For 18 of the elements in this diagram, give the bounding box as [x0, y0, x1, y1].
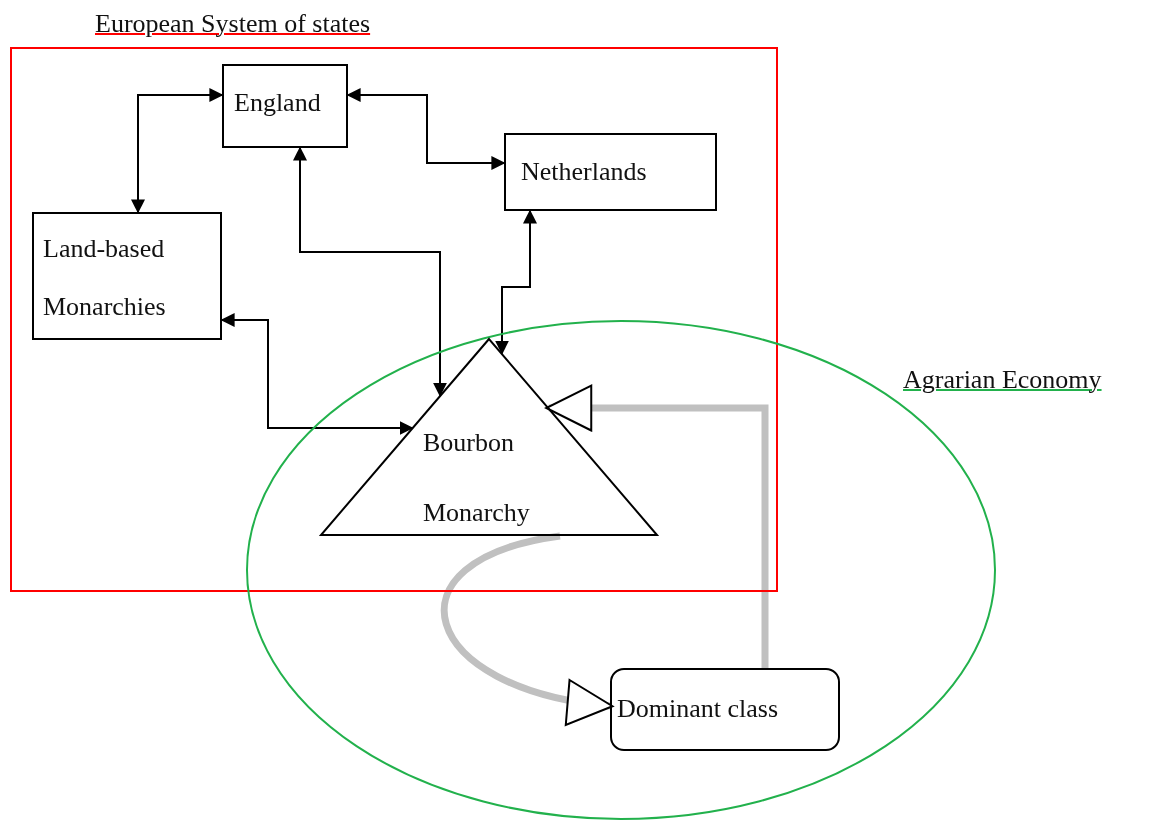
double-arrow: [346, 88, 506, 170]
double-arrow: [293, 146, 447, 397]
block-arrow: [441, 532, 614, 724]
double-arrow: [495, 209, 537, 355]
double-arrow: [220, 313, 414, 435]
node-label: Netherlands: [521, 157, 647, 187]
process-box: [504, 133, 717, 211]
triangle-shape: [320, 338, 658, 536]
rounded-box: [610, 668, 840, 751]
process-box: [222, 64, 348, 148]
region-title: European System of states: [95, 9, 371, 39]
process-box: [32, 212, 222, 340]
node-label: England: [234, 88, 321, 118]
region-title: Agrarian Economy: [903, 365, 1102, 395]
node-label: Bourbon Monarchy: [423, 427, 531, 529]
node-label: Dominant class: [617, 694, 779, 724]
double-arrow: [131, 88, 224, 214]
node-label: Land-based Monarchies: [43, 233, 167, 323]
